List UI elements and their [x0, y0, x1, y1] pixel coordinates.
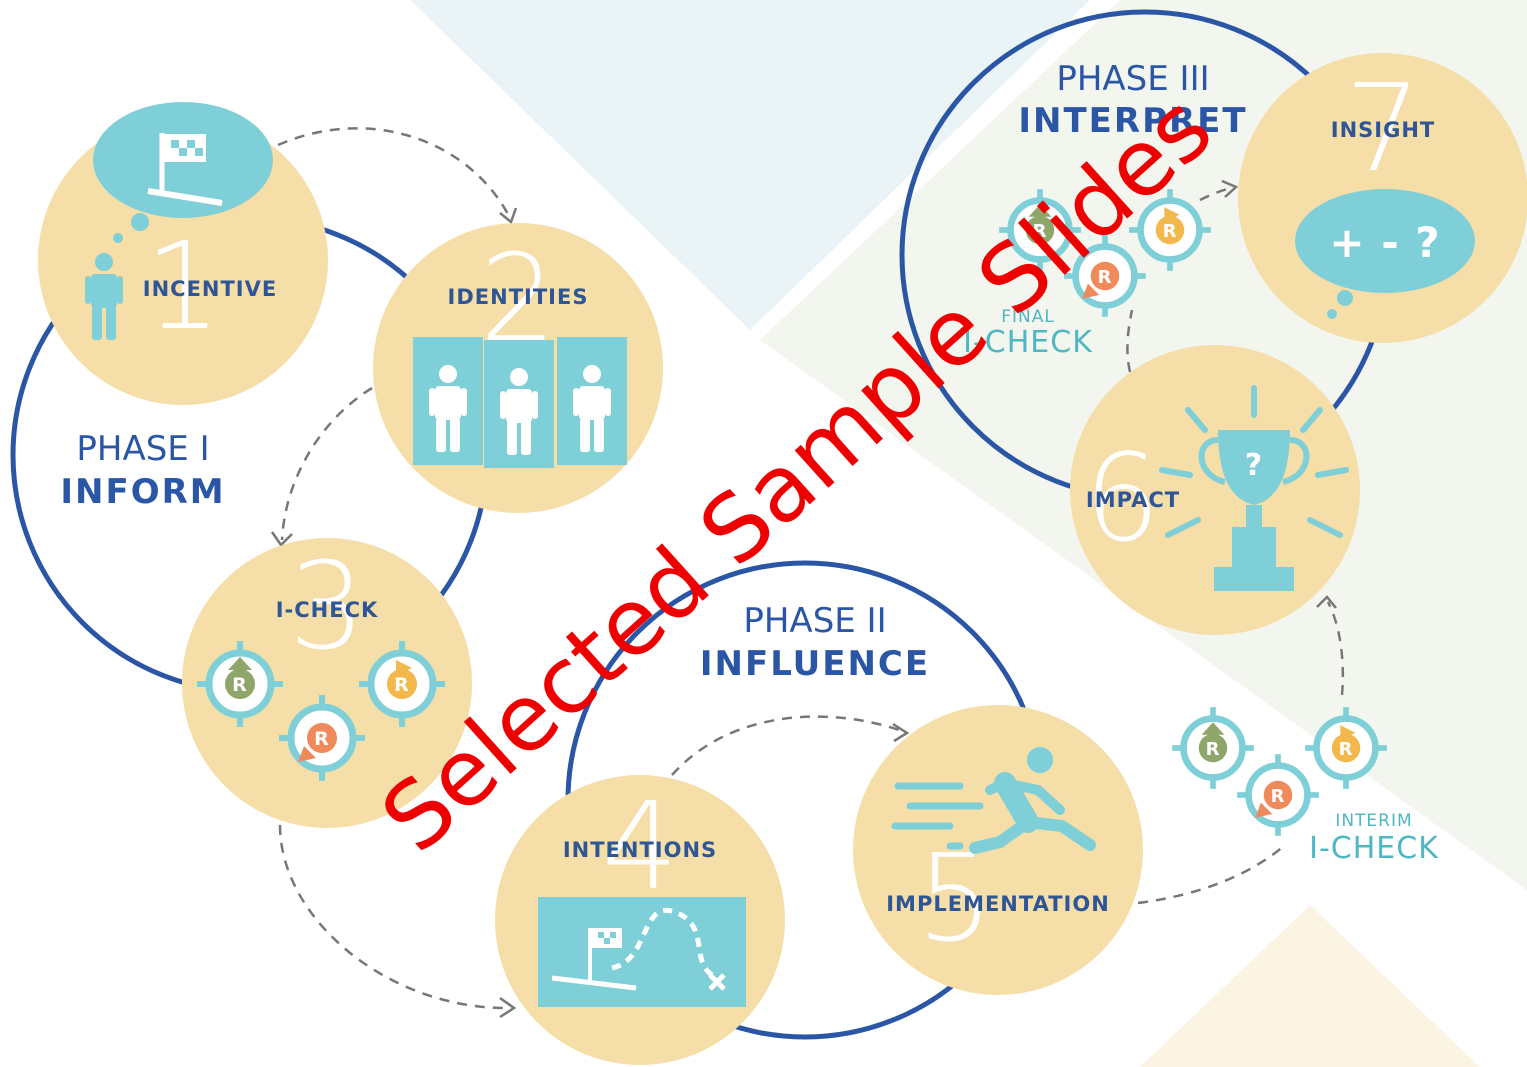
step-1-incentive: 1 INCENTIVE: [38, 102, 328, 405]
step-6-number: 6: [1084, 430, 1160, 569]
interim-icheck: R R R INTERIM I-CHECK: [1172, 707, 1439, 866]
arrow-2-to-3: [280, 386, 373, 541]
thought-bubble-flag-icon: [93, 102, 273, 243]
running-person-icon: [891, 747, 1096, 854]
arrow-final-to-7: [1199, 186, 1233, 202]
interim-label-bottom: I-CHECK: [1309, 831, 1439, 866]
arrow-heads: [270, 179, 1337, 1019]
rating-circles-icon: R R R: [999, 189, 1211, 317]
step-4-number: 4: [602, 778, 678, 917]
step-2-number: 2: [480, 230, 556, 369]
step-5-label: IMPLEMENTATION: [886, 892, 1110, 916]
final-icheck: R R R FINAL I-CHECK: [963, 189, 1211, 360]
step-4-label: INTENTIONS: [563, 838, 717, 862]
step-4-intentions: 4 INTENTIONS: [495, 775, 785, 1065]
badge-letter: R: [1339, 739, 1354, 760]
final-label-top: FINAL: [1001, 307, 1055, 327]
phase-2-roman: PHASE II: [743, 601, 886, 641]
trophy-question-mark: ?: [1245, 448, 1263, 483]
badge-letter: R: [232, 674, 248, 696]
final-label-bottom: I-CHECK: [963, 325, 1093, 360]
phase-1-roman: PHASE I: [76, 429, 209, 469]
step-7-number: 7: [1345, 60, 1421, 199]
rating-circles-icon: R R R: [197, 641, 445, 781]
badge-letter: R: [394, 674, 410, 696]
step-3-icheck: 3 I-CHECK R R R: [182, 538, 472, 828]
phase-1-name: INFORM: [60, 472, 225, 512]
phase-3-name: INTERPRET: [1018, 101, 1247, 141]
badge-letter: R: [314, 728, 330, 750]
phase-3-roman: PHASE III: [1056, 59, 1209, 99]
step-2-label: IDENTITIES: [448, 285, 589, 309]
step-3-label: I-CHECK: [276, 598, 379, 622]
step-5-number: 5: [917, 830, 993, 969]
step-3-number: 3: [289, 538, 365, 677]
trophy-question-icon: ?: [1159, 385, 1349, 591]
step-6-impact: 6 IMPACT ?: [1070, 345, 1360, 635]
arrow-3-to-4: [278, 824, 511, 1010]
interim-label-top: INTERIM: [1335, 811, 1412, 831]
arrow-4-to-5: [671, 715, 906, 776]
step-5-implementation: 5 IMPLEMENTATION: [853, 705, 1143, 995]
arrow-6-to-final: [1126, 309, 1134, 373]
badge-letter: R: [1033, 221, 1048, 242]
arrow-1-to-2: [277, 127, 512, 219]
badge-letter: R: [1271, 786, 1286, 807]
step-1-number: 1: [145, 218, 221, 357]
step-2-identities: 2 IDENTITIES: [373, 223, 663, 513]
flow-arrows: [277, 127, 1345, 1010]
thought-bubble-plus-minus-icon: + - ?: [1295, 189, 1475, 319]
three-person-cards-icon: [413, 337, 627, 468]
badge-letter: R: [1206, 739, 1221, 760]
route-map-flag-icon: [538, 897, 746, 1007]
step-6-label: IMPACT: [1086, 488, 1180, 512]
insight-symbols: + - ?: [1329, 218, 1440, 267]
step-7-label: INSIGHT: [1331, 118, 1435, 142]
badge-letter: R: [1098, 267, 1113, 288]
arrow-5-to-interim: [1137, 844, 1286, 905]
badge-letter: R: [1163, 221, 1178, 242]
step-1-label: INCENTIVE: [143, 277, 277, 301]
step-7-insight: 7 INSIGHT + - ?: [1238, 53, 1527, 343]
rating-circles-icon: R R R: [1172, 707, 1387, 836]
phase-2-name: INFLUENCE: [700, 644, 930, 684]
